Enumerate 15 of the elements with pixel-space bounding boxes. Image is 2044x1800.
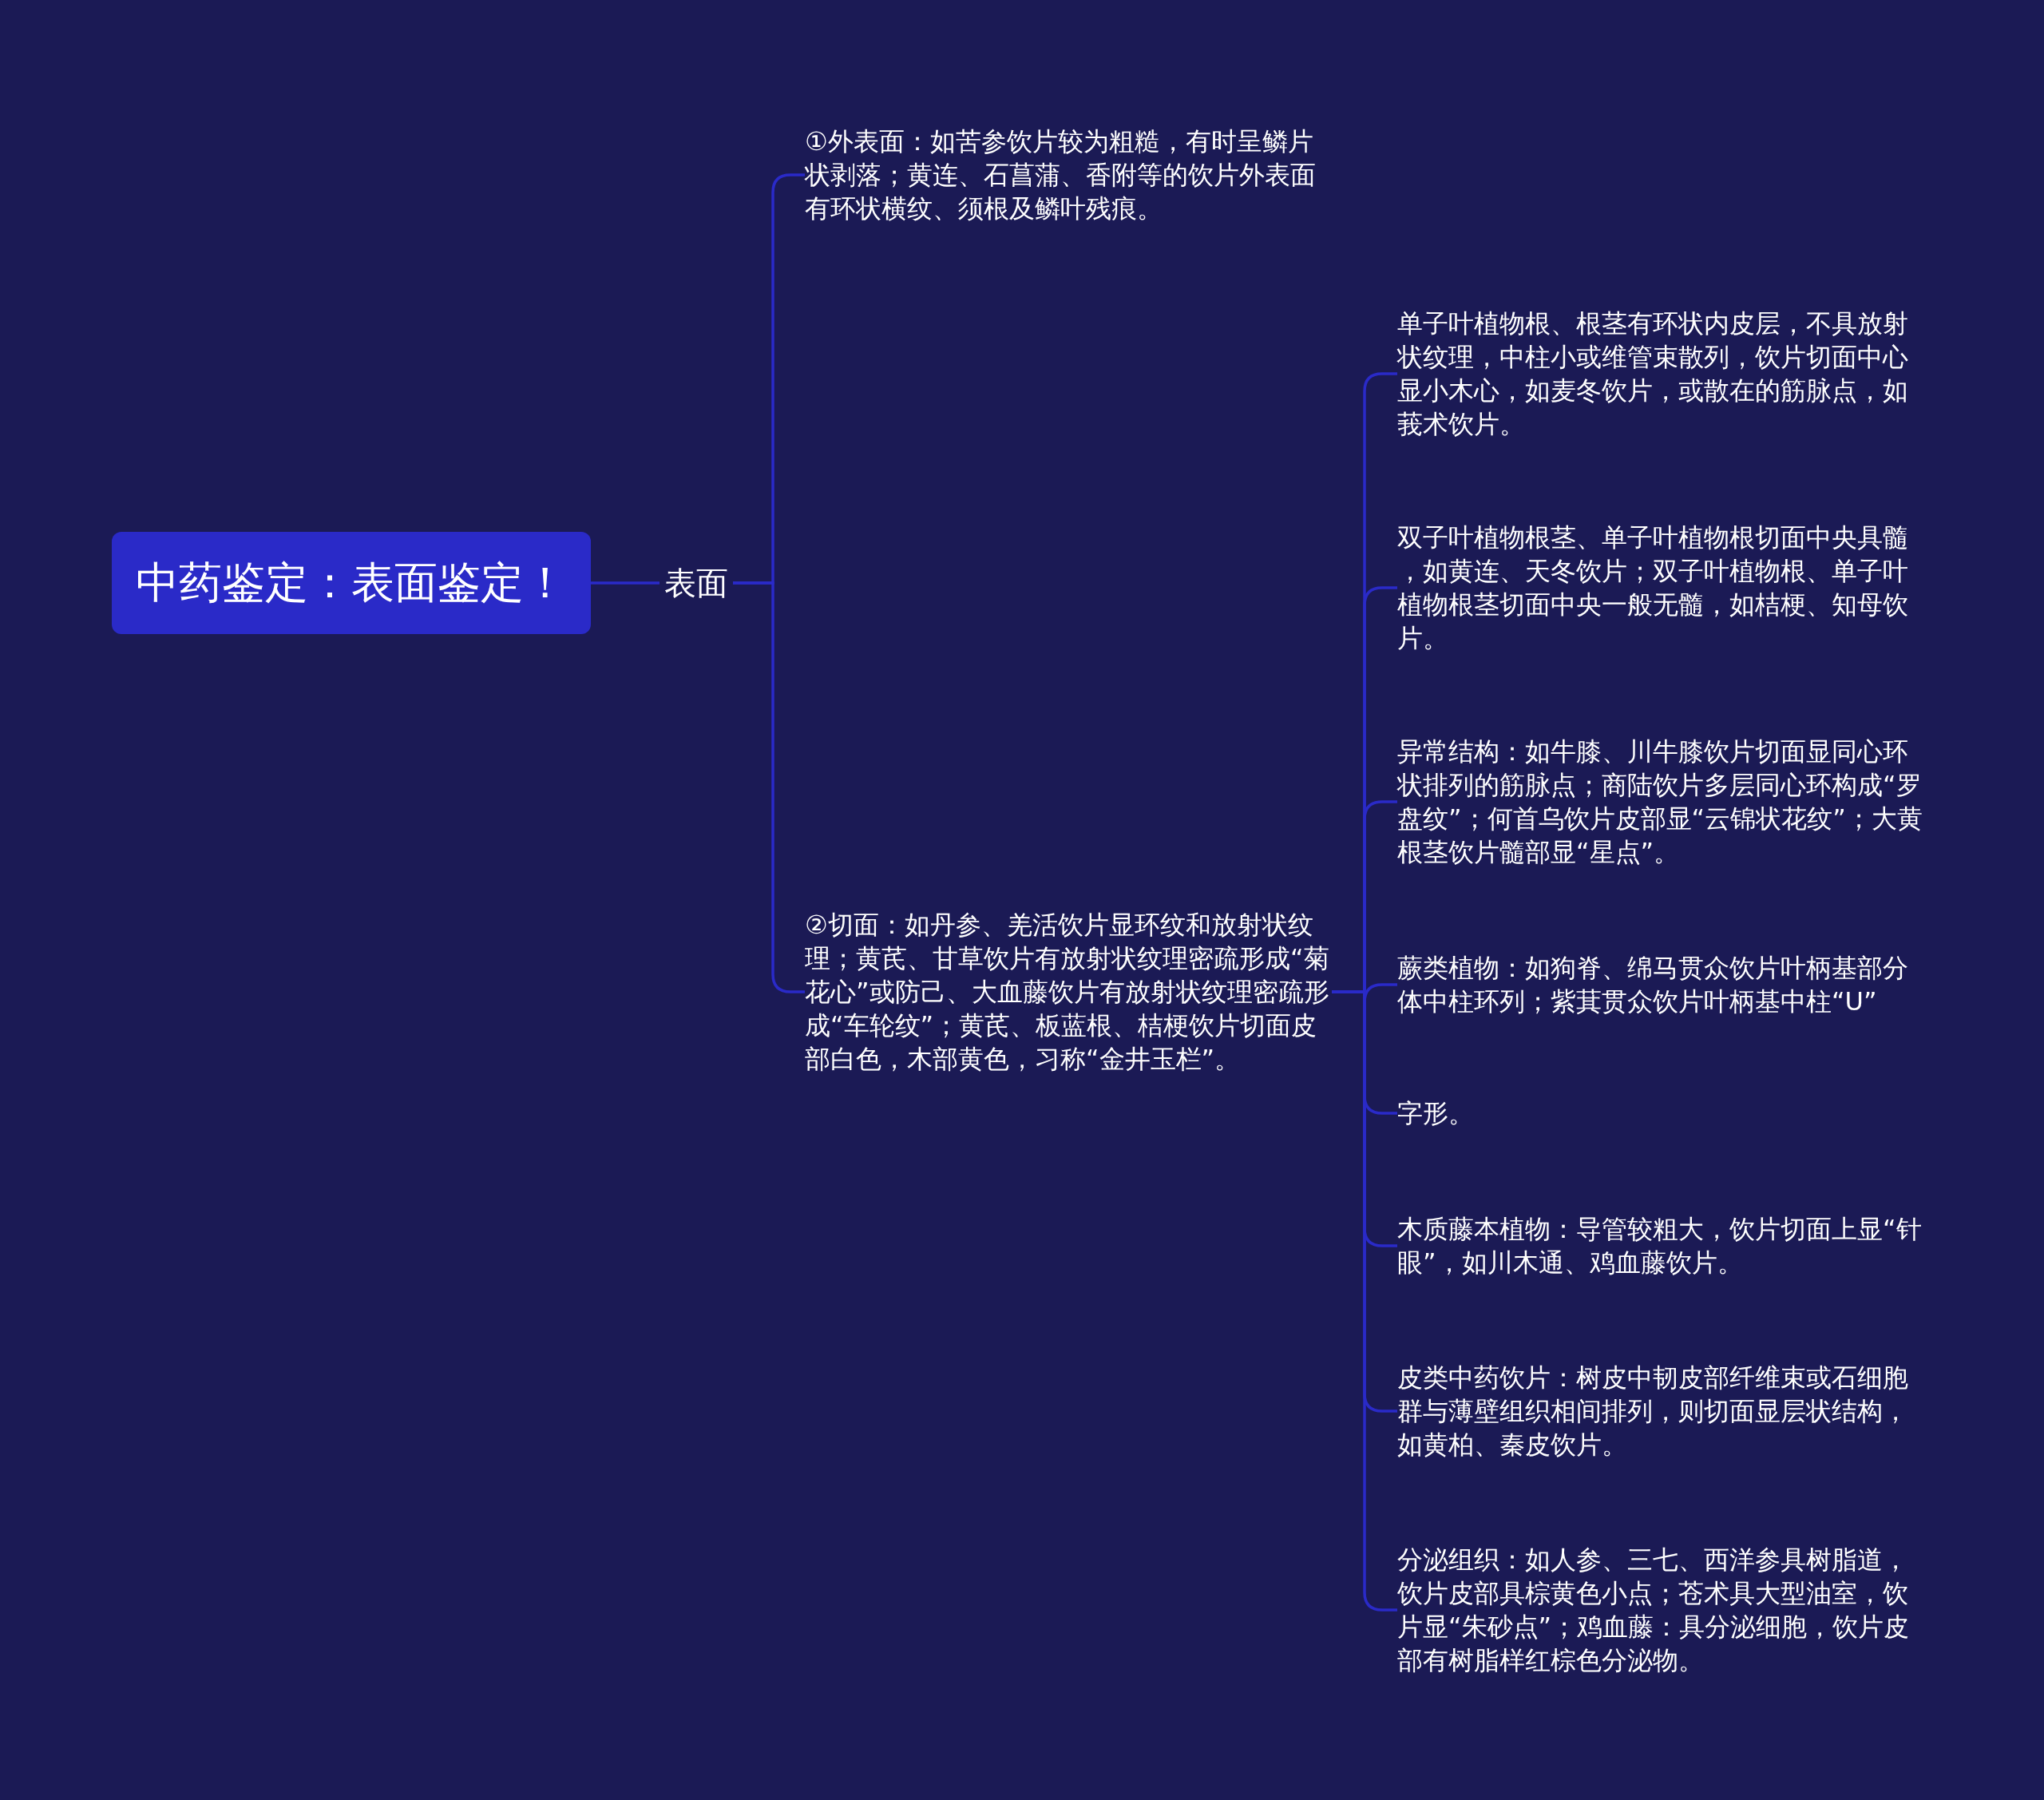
subtopic-text: 表面 [660, 564, 733, 602]
topic-text: 异常结构：如牛膝、川牛膝饮片切面显同心环状排列的筋脉点；商陆饮片多层同心环构成“罗盘纹”；何首乌饮片皮部显“云锦状花纹”；大黄根茎饮片髓部显“星点”。 [1397, 735, 1927, 869]
topic-text: 蕨类植物：如狗脊、绵马贯众饮片叶柄基部分体中柱环列；紫萁贯众饮片叶柄基中柱“U” [1397, 951, 1927, 1018]
root-topic-box: 中药鉴定：表面鉴定！ [112, 532, 591, 634]
topic-text: 木质藤本植物：导管较粗大，饮片切面上显“针眼”，如川木通、鸡血藤饮片。 [1397, 1212, 1927, 1279]
topic-text: 单子叶植物根、根茎有环状内皮层，不具放射状纹理，中柱小或维管束散列，饮片切面中心显小木心，如麦冬饮片，或散在的筋脉点，如莪术饮片。 [1397, 307, 1927, 441]
topic-text: ①外表面：如苦参饮片较为粗糙，有时呈鳞片状剥落；黄连、石菖蒲、香附等的饮片外表面有环状横纹、须根及鳞叶残痕。 [805, 125, 1332, 225]
connector-line [733, 581, 805, 993]
connector-line [1332, 990, 1397, 1612]
topic-text: ②切面：如丹参、羌活饮片显环纹和放射状纹理；黄芪、甘草饮片有放射状纹理密疏形成“菊花心”或防己、大血藤饮片有放射状纹理密疏形成“车轮纹”；黄芪、板蓝根、桔梗饮片切面皮部白色，木部黄色，习称“金井玉栏”。 [805, 908, 1332, 1076]
topic-text: 皮类中药饮片：树皮中韧皮部纤维束或石细胞群与薄壁组织相间排列，则切面显层状结构，如黄柏、秦皮饮片。 [1397, 1361, 1927, 1461]
connector-line [591, 581, 660, 585]
topic-text: 双子叶植物根茎、单子叶植物根切面中央具髓，如黄连、天冬饮片；双子叶植物根、单子叶植物根茎切面中央一般无髓，如桔梗、知母饮片。 [1397, 521, 1927, 655]
topic-text: 字形。 [1397, 1096, 1927, 1130]
topic-text: 分泌组织：如人参、三七、西洋参具树脂道，饮片皮部具棕黄色小点；苍术具大型油室，饮片显“朱砂点”；鸡血藤：具分泌细胞，饮片皮部有树脂样红棕色分泌物。 [1397, 1543, 1927, 1677]
